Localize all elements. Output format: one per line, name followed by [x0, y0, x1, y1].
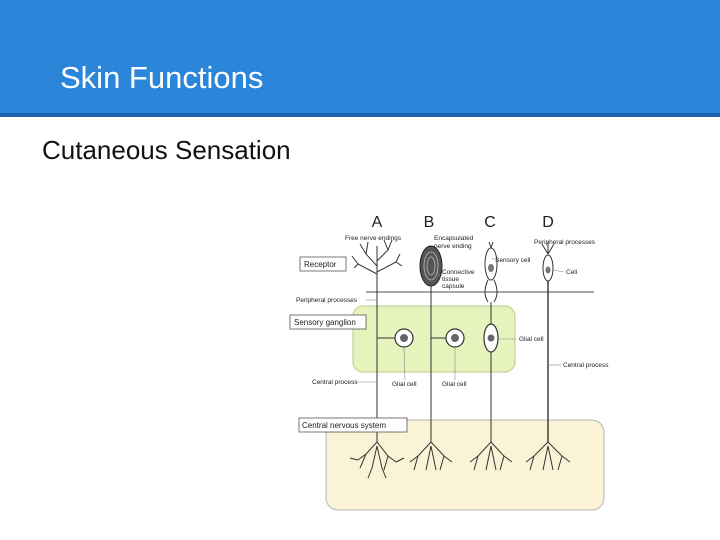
ganglion-nucleus-b — [451, 334, 459, 342]
cns-box — [298, 417, 408, 433]
neuron-c — [469, 241, 513, 471]
nerve-ending-diagram-svg: A B C D Free nerve end — [289, 214, 609, 511]
label-connective-1: Connective — [442, 269, 475, 276]
label-connective-3: capsule — [442, 283, 465, 290]
column-label-d: D — [542, 214, 554, 231]
neuron-d — [525, 242, 571, 471]
slide-subtitle: Cutaneous Sensation — [42, 135, 291, 165]
label-sensory-cell: Sensory cell — [495, 257, 531, 264]
label-sensory-ganglion: Sensory ganglion — [294, 318, 356, 327]
label-encapsulated-1: Encapsulated — [434, 235, 474, 242]
receptor-box — [299, 256, 347, 272]
nerve-ending-diagram: A B C D Free nerve end — [288, 206, 618, 516]
label-central-process-right: Central process — [563, 362, 609, 369]
label-free-nerve-endings: Free nerve endings — [345, 235, 402, 242]
column-label-a: A — [372, 214, 383, 231]
label-central-nervous-system: Central nervous system — [302, 421, 386, 430]
label-central-process-left: Central process — [312, 379, 358, 386]
label-glial-cell-right: Glial cell — [519, 336, 544, 343]
slide-header-bar: Skin Functions — [0, 0, 720, 117]
leader-lines — [354, 257, 565, 383]
label-receptor: Receptor — [304, 260, 337, 269]
ganglion-nucleus-a — [400, 334, 408, 342]
sensory-ganglion-box — [289, 314, 367, 330]
cns-region — [325, 419, 605, 511]
label-glial-cell-b: Glial cell — [442, 381, 467, 388]
label-peripheral-processes-top: Peripheral processes — [534, 239, 596, 246]
neuron-b — [409, 245, 453, 471]
slide-title: Skin Functions — [60, 60, 264, 95]
label-glial-cell-a: Glial cell — [392, 381, 417, 388]
label-cell: Cell — [566, 269, 578, 276]
column-label-c: C — [484, 214, 496, 231]
column-label-b: B — [424, 214, 435, 231]
label-peripheral-processes-left: Peripheral processes — [296, 297, 358, 304]
label-encapsulated-2: nerve ending — [434, 243, 472, 250]
label-connective-2: tissue — [442, 276, 459, 283]
